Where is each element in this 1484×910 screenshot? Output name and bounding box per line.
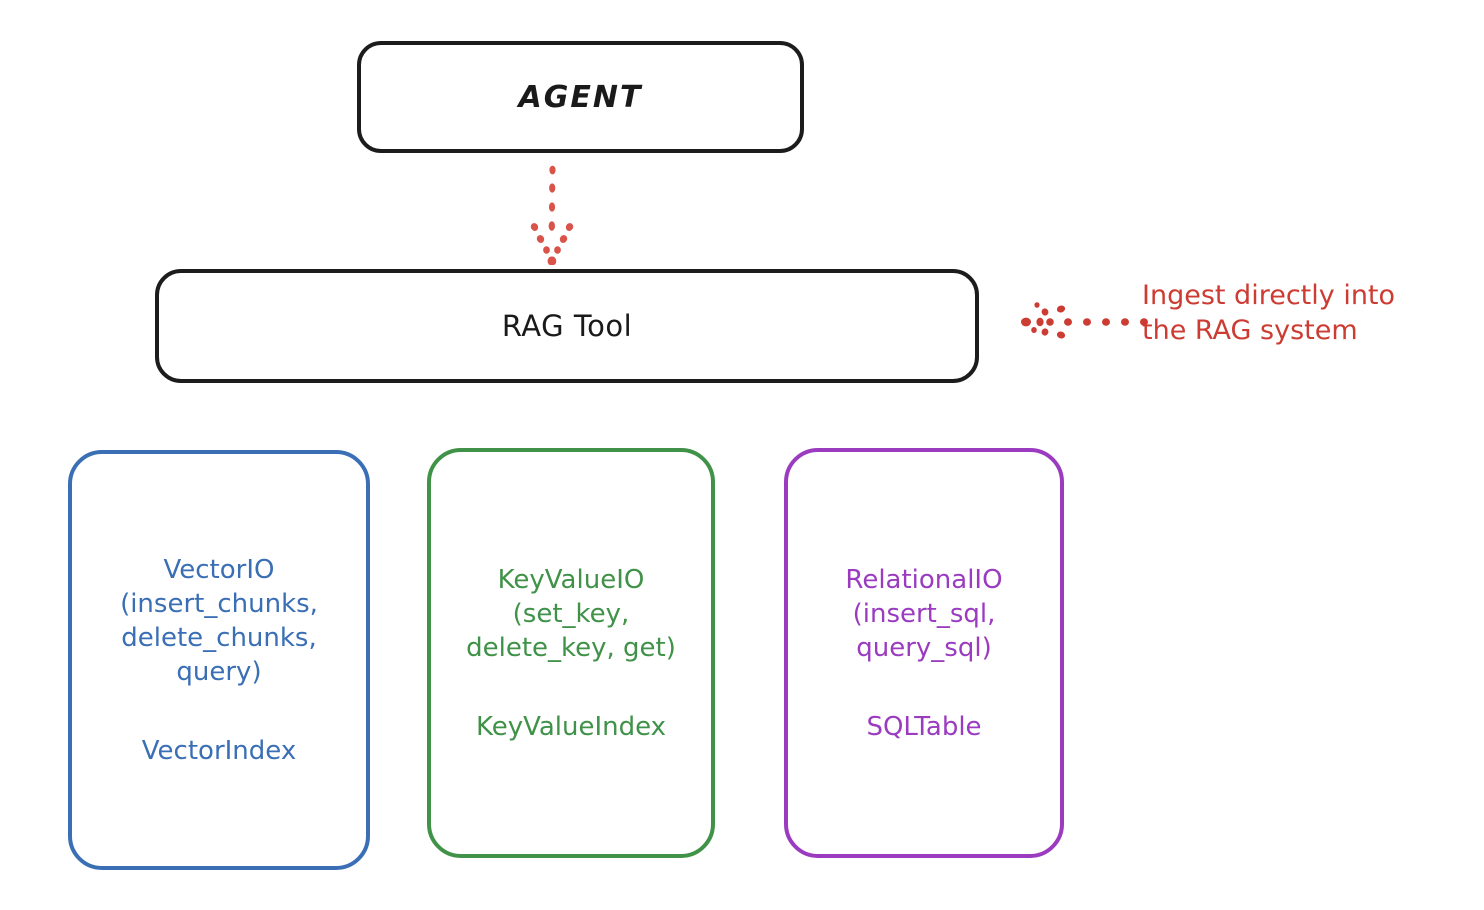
node-key-value-io-api: KeyValueIO (set_key, delete_key, get) (466, 565, 676, 663)
node-rag-tool-label: RAG Tool (501, 309, 633, 343)
node-agent-label: AGENT (518, 79, 643, 115)
connector-annotation-to-rag-tool (1020, 296, 1150, 348)
annotation-ingest-note: Ingest directly into the RAG system (1142, 280, 1396, 347)
node-relational-io[interactable]: RelationalIO (insert_sql, query_sql) SQL… (784, 448, 1064, 858)
node-agent[interactable]: AGENT (357, 41, 804, 153)
node-rag-tool[interactable]: RAG Tool (155, 269, 979, 383)
node-vector-io-api: VectorIO (insert_chunks, delete_chunks, … (120, 555, 318, 687)
node-key-value-io[interactable]: KeyValueIO (set_key, delete_key, get) Ke… (427, 448, 715, 858)
node-key-value-io-index: KeyValueIndex (475, 711, 667, 742)
node-relational-io-index: SQLTable (866, 711, 982, 742)
node-vector-io[interactable]: VectorIO (insert_chunks, delete_chunks, … (68, 450, 370, 870)
connector-agent-to-rag-tool (521, 165, 583, 266)
node-relational-io-api: RelationalIO (insert_sql, query_sql) (845, 565, 1003, 663)
node-vector-io-index: VectorIndex (141, 735, 297, 766)
